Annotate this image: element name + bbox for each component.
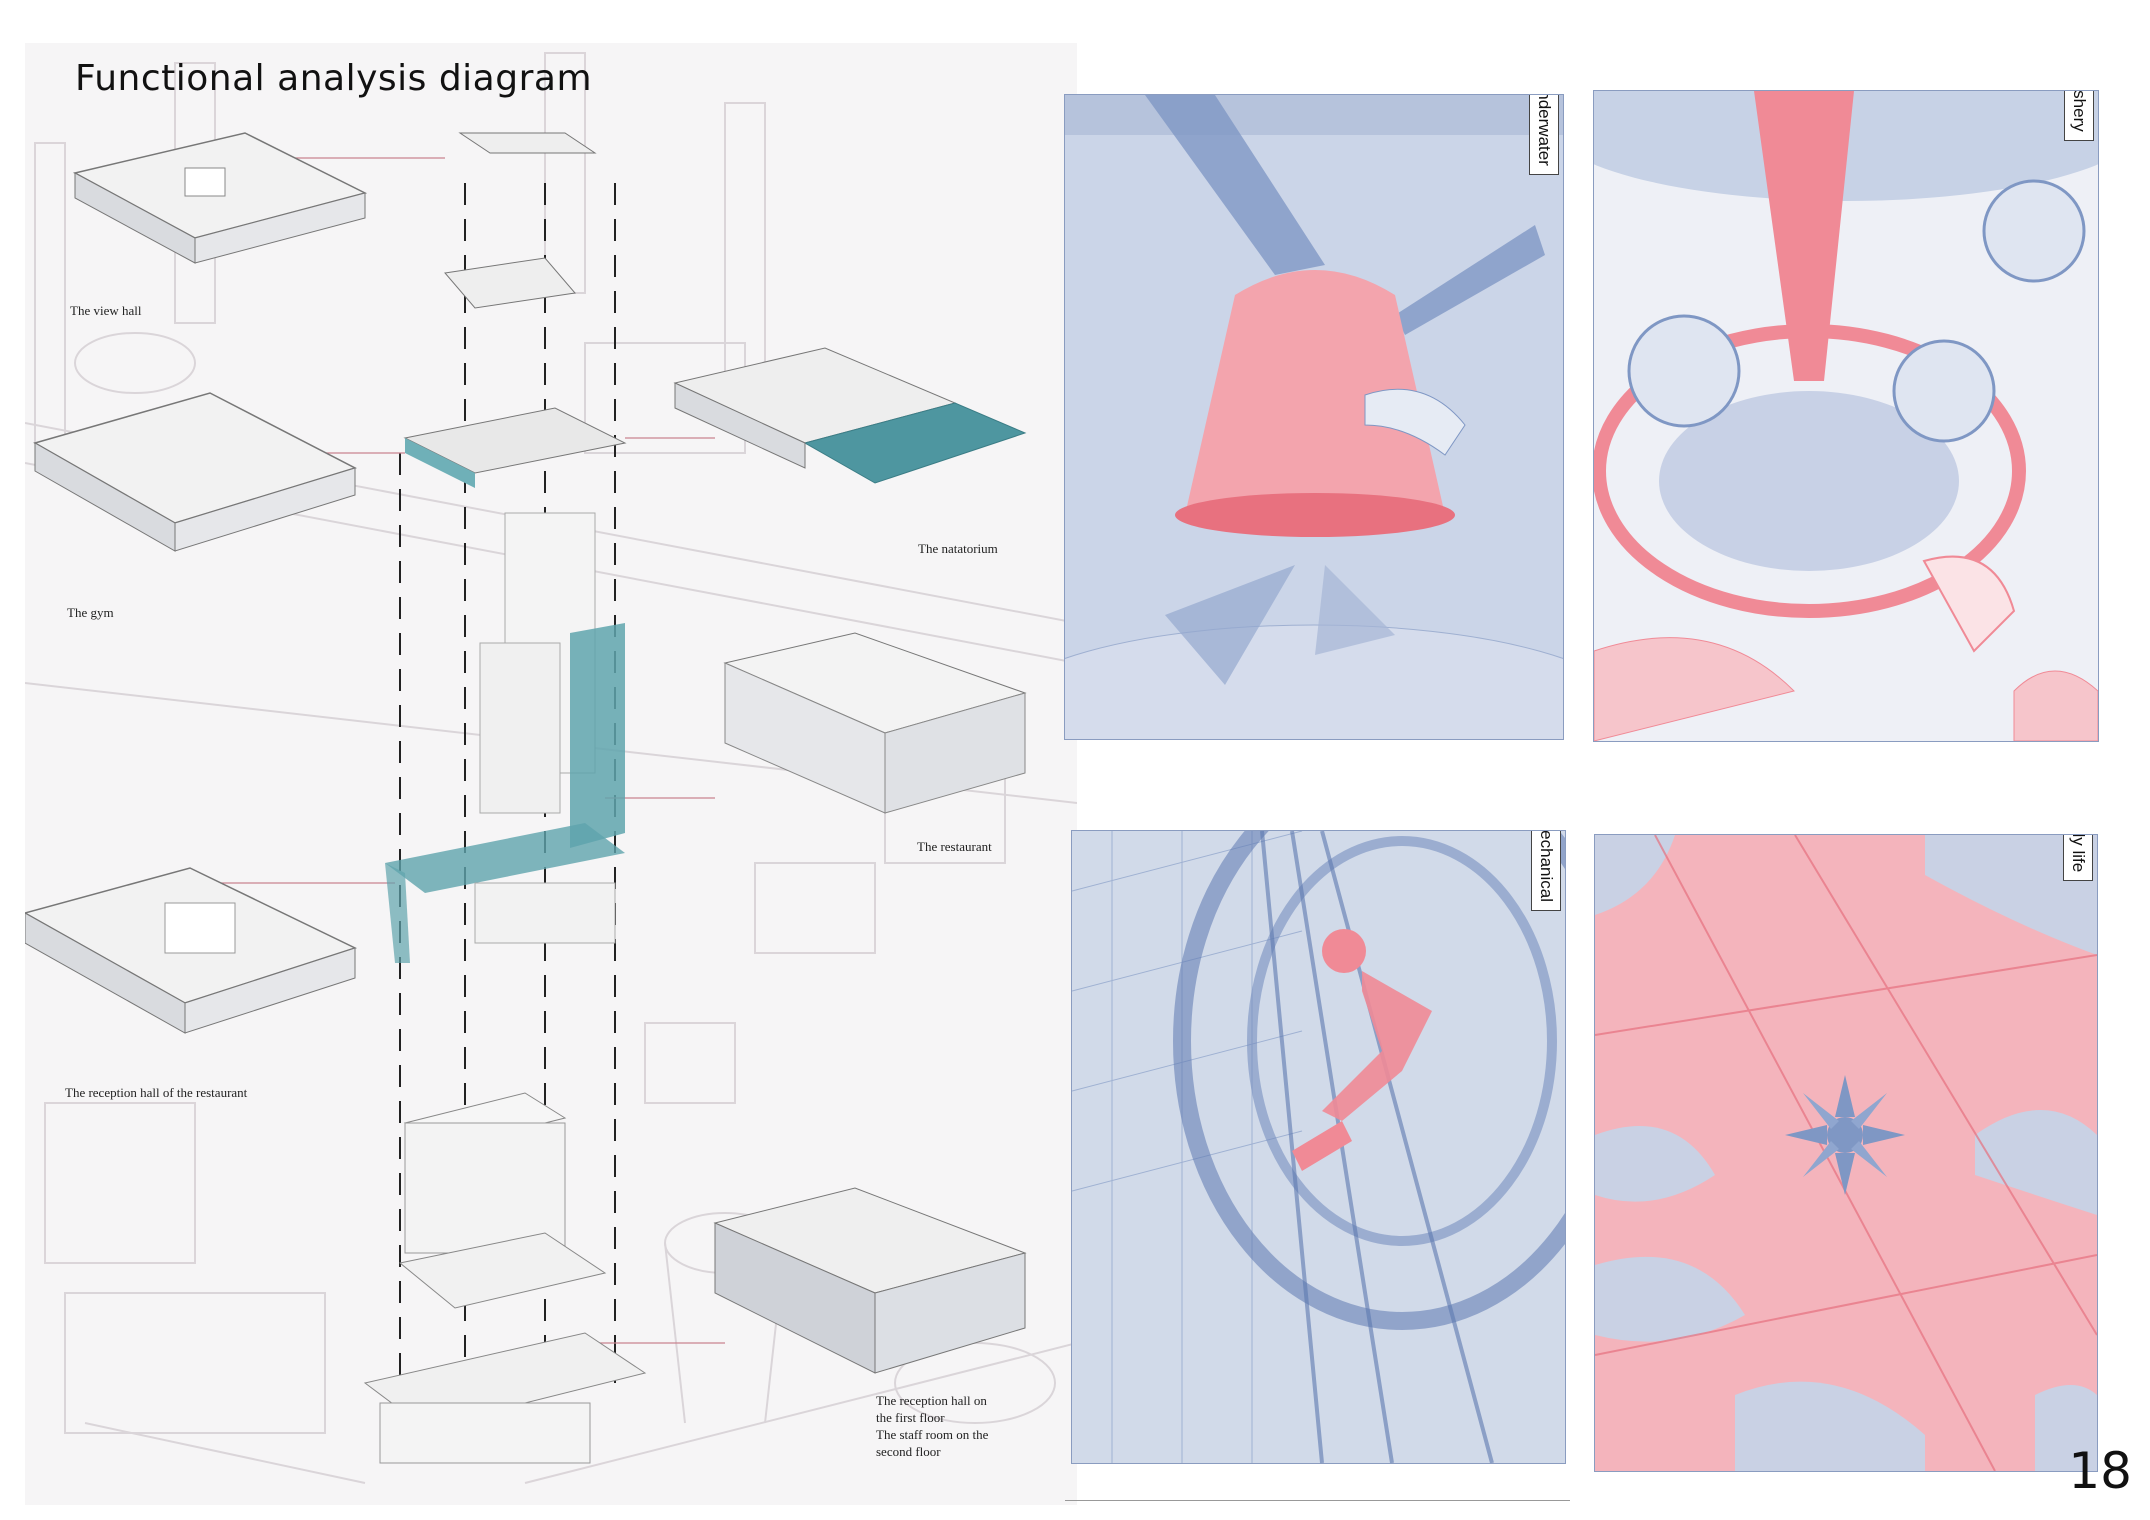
label-gym: The gym: [67, 605, 114, 620]
panel-underwater: Underwater: [1064, 94, 1564, 740]
label-staff-room-1: The staff room on the: [876, 1427, 989, 1442]
label-restaurant-reception: The reception hall of the restaurant: [65, 1085, 248, 1100]
daily-life-illustration: [1595, 835, 2097, 1471]
tag-underwater: Underwater: [1529, 95, 1559, 175]
fishery-illustration: [1594, 91, 2098, 741]
label-view-hall: The view hall: [70, 303, 142, 318]
mechanical-illustration: [1072, 831, 1565, 1463]
axonometric-diagram: [25, 43, 1077, 1505]
divider-line: [1065, 1500, 1570, 1501]
label-reception-first-floor-1: The reception hall on: [876, 1393, 987, 1408]
natatorium-module: [673, 347, 1027, 484]
diagram-drawing: [25, 52, 1077, 1484]
gym-module: [33, 392, 357, 552]
central-tower: [363, 132, 647, 1464]
page-number: 18: [2068, 1442, 2132, 1500]
restaurant-reception-module: [25, 867, 358, 1034]
panel-mechanical: Mechanical: [1071, 830, 1566, 1464]
label-natatorium: The natatorium: [918, 541, 998, 556]
panel-daily-life: Daily life: [1594, 834, 2098, 1472]
first-floor-reception-module: [713, 1187, 1027, 1374]
label-restaurant: The restaurant: [917, 839, 992, 854]
label-staff-room-2: second floor: [876, 1444, 941, 1459]
panel-fishery: Fishery: [1593, 90, 2099, 742]
page-title: Functional analysis diagram: [75, 58, 593, 99]
view-hall-module: [72, 132, 368, 264]
underwater-illustration: [1065, 95, 1563, 739]
tag-fishery: Fishery: [2064, 91, 2094, 141]
restaurant-module: [723, 632, 1027, 814]
tag-daily-life: Daily life: [2063, 835, 2093, 882]
label-reception-first-floor-2: the first floor: [876, 1410, 945, 1425]
tag-mechanical: Mechanical: [1531, 831, 1561, 911]
